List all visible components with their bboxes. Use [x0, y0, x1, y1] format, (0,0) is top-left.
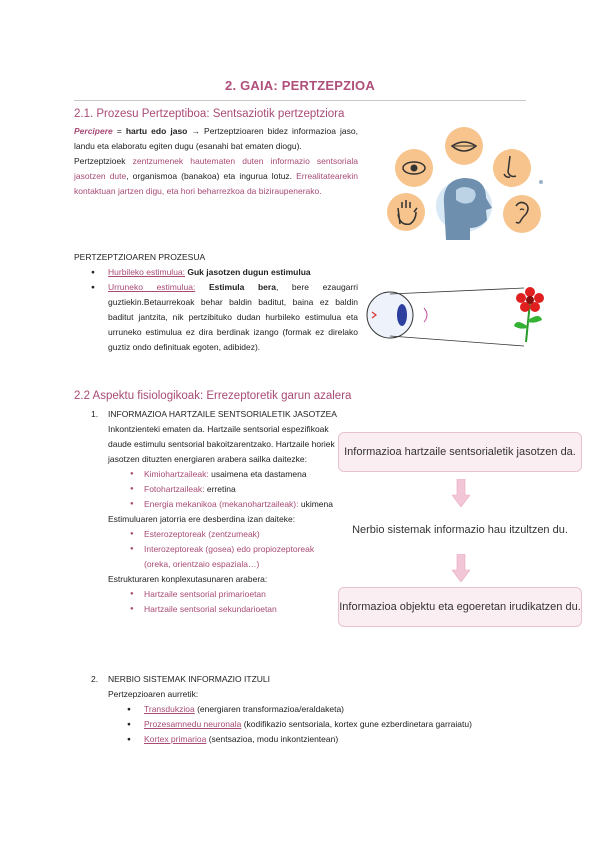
- item2-number: 2.: [91, 674, 99, 684]
- desc-hurbileko: Guk jasotzen dugun estimulua: [185, 267, 311, 277]
- list-item: Hurbileko estimulua: Guk jasotzen dugun …: [91, 265, 358, 280]
- page-title: 2. GAIA: PERTZEPZIOA: [225, 78, 375, 93]
- eye-bubble-icon: [395, 149, 433, 187]
- list-item: Urruneko estimulua: Estimula bera, bere …: [91, 280, 358, 355]
- item1-block: 1. INFORMAZIOA HARTZAILE SENTSORIALETIK …: [91, 407, 348, 617]
- structure-list: Hartzaile sentsorial primarioetan Hartza…: [130, 587, 344, 617]
- term-hartu: hartu edo jaso: [125, 126, 188, 136]
- structure-intro: Estrukturaren konplexutasunaren arabera:: [108, 574, 268, 584]
- p1-rest: Pertzeptzioaren bidez informazioa jaso, …: [74, 126, 358, 151]
- list-item: Hartzaile sentsorial primarioetan: [130, 587, 344, 602]
- term-percipere: Percipere: [74, 126, 113, 136]
- origin-intro: Estimuluaren jatorria ere desberdina iza…: [108, 514, 296, 524]
- list-item: Kimiohartzaileak: usaimena eta dastamena: [130, 467, 348, 482]
- energy-list: Kimiohartzaileak: usaimena eta dastamena…: [130, 467, 348, 512]
- title-divider: [74, 100, 526, 101]
- ear-bubble-icon: [503, 195, 541, 233]
- eye-diagram-icon: [366, 291, 428, 339]
- section-2-2-heading: 2.2 Aspektu fisiologikoak: Errezeptoreti…: [74, 390, 352, 402]
- section-2-1-heading: 2.1. Prozesu Pertzeptiboa: Sentsaziotik …: [74, 108, 345, 120]
- list-item: Interozeptoreak (gosea) edo propiozeptor…: [130, 542, 324, 572]
- process-list: Hurbileko estimulua: Guk jasotzen dugun …: [91, 265, 358, 355]
- desc-urruneko: , bere ezaugarri guztiekin.Betaurrekoak …: [108, 282, 358, 352]
- list-item: Transdukzioa (energiaren transformazioa/…: [127, 702, 528, 717]
- head-silhouette-icon: [436, 178, 492, 240]
- origin-list: Esterozeptoreak (zentzumeak) Interozepto…: [130, 527, 324, 572]
- mouth-bubble-icon: [445, 127, 483, 165]
- p2-c: , organismoa (banakoa) eta ingurua lotuz…: [126, 171, 297, 181]
- equals-sign: =: [112, 126, 126, 136]
- item1-number: 1.: [91, 409, 99, 419]
- item2-block: 2. NERBIO SISTEMAK INFORMAZIO ITZULI Per…: [91, 672, 528, 747]
- item2-intro: Pertzepzioaren aurretik:: [108, 689, 199, 699]
- nose-bubble-icon: [493, 149, 531, 187]
- list-item: Fotohartzaileak: erretina: [130, 482, 348, 497]
- item2-title: NERBIO SISTEMAK INFORMAZIO ITZULI: [108, 674, 270, 684]
- item1-intro: Inkontzienteki ematen da. Hartzaile sent…: [108, 424, 335, 464]
- arrow-down-icon: [452, 554, 470, 582]
- section-2-1-text: Percipere = hartu edo jaso → Pertzeptzio…: [74, 124, 358, 199]
- p2-d: Errealitatearekin kontaktuan jartzen dig…: [74, 171, 358, 196]
- light-ray-top: [389, 287, 525, 295]
- list-item: Energia mekanikoa (mekanohartzaileak): u…: [130, 497, 344, 512]
- bold-urruneko: Estimula bera: [195, 282, 276, 292]
- eye-flower-illustration: [366, 287, 544, 347]
- flow-box-1: Informazioa hartzaile sentsorialetik jas…: [338, 432, 582, 472]
- list-item: Kortex primarioa (sentsazioa, modu inkon…: [127, 732, 528, 747]
- arrow-glyph: →: [187, 126, 205, 136]
- list-item: Prozesamnedu neuronala (kodifikazio sent…: [127, 717, 528, 732]
- hand-bubble-icon: [387, 193, 425, 231]
- item1-title: INFORMAZIOA HARTZAILE SENTSORIALETIK JAS…: [108, 409, 337, 419]
- process-heading: PERTZEPTZIOAREN PROZESUA: [74, 252, 206, 262]
- flower-icon: [514, 287, 544, 343]
- term-hurbileko: Hurbileko estimulua:: [108, 267, 186, 277]
- arrow-down-icon: [452, 479, 470, 507]
- flow-box-2: Nerbio sistemak informazio hau itzultzen…: [338, 510, 582, 550]
- senses-illustration: [387, 127, 543, 240]
- p2-b: zentzumenek hautematen duten informazio …: [74, 156, 358, 181]
- list-item: Hartzaile sentsorial sekundarioetan: [130, 602, 344, 617]
- steps-list: Transdukzioa (energiaren transformazioa/…: [127, 702, 528, 747]
- p2-a: Pertzeptzioek: [74, 156, 133, 166]
- term-urruneko: Urruneko estimulua:: [108, 282, 196, 292]
- light-ray-bottom: [389, 335, 525, 347]
- list-item: Esterozeptoreak (zentzumeak): [130, 527, 324, 542]
- flow-box-3: Informazioa objektu eta egoeretan irudik…: [338, 587, 582, 627]
